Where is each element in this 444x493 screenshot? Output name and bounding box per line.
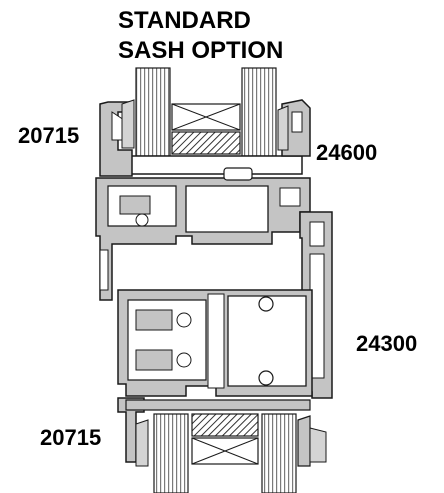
lower-sealant-hatch [191, 413, 259, 437]
diagram-title: STANDARD SASH OPTION [118, 6, 328, 66]
glazing-bead-24600 [277, 99, 311, 157]
title-line-2: SASH OPTION [118, 37, 284, 64]
upper-sealant-hatch [171, 131, 241, 155]
upper-sash-rail [95, 167, 311, 301]
profile-label-lower-left: 20715 [40, 425, 102, 450]
lower-glass-unit [153, 413, 297, 493]
profile-label-right: 24300 [356, 331, 418, 356]
setting-block [115, 155, 303, 175]
upper-glass-pane-left [135, 67, 171, 157]
lower-glass-pane-right [261, 413, 297, 493]
title-line-1: STANDARD [118, 7, 251, 34]
upper-glass-unit [115, 67, 303, 175]
upper-glass-pane-right [241, 67, 277, 157]
profile-label-upper-left: 20715 [18, 123, 80, 148]
lower-glass-pane-left [153, 413, 189, 493]
lower-sash-profile-20715 [117, 397, 327, 467]
lower-sash-body [117, 289, 313, 397]
profile-label-upper-right: 24600 [316, 140, 378, 165]
upper-sash-profile-20715 [99, 99, 135, 177]
